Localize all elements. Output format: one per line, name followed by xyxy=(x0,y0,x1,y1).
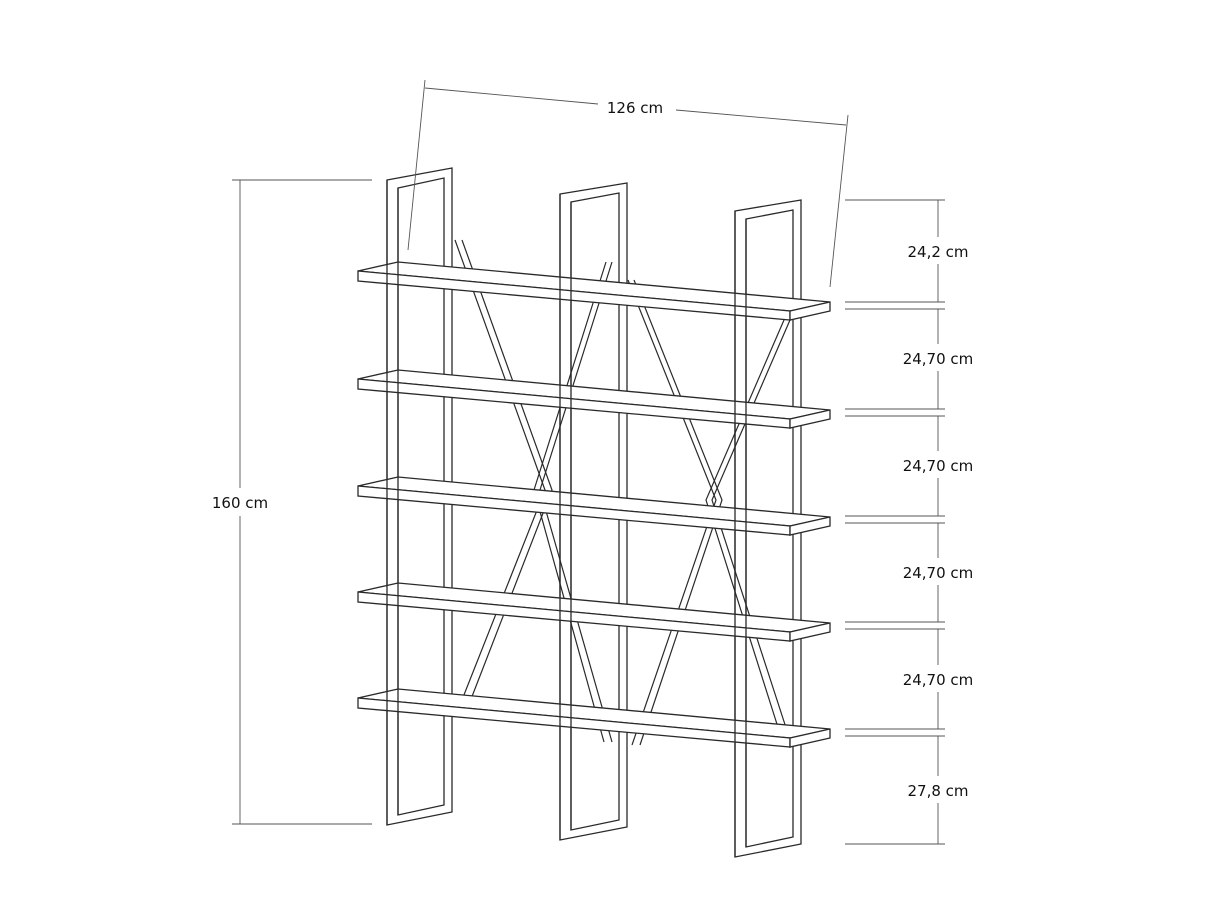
height-label: 160 cm xyxy=(212,494,268,512)
spacing-label-5: 24,70 cm xyxy=(903,671,974,689)
shelves xyxy=(357,261,831,748)
brace-left-b xyxy=(461,239,553,713)
spacing-dimensions: 24,2 cm 24,70 cm 24,70 cm 24,70 cm 24,70… xyxy=(845,199,974,845)
shelf-5 xyxy=(357,688,831,748)
height-dimension: 160 cm xyxy=(212,179,372,825)
brace-right-d xyxy=(705,319,785,741)
spacing-label-2: 24,70 cm xyxy=(903,350,974,368)
frame-front-posts xyxy=(386,180,747,857)
brace-left-a xyxy=(454,239,546,711)
width-dimension: 126 cm xyxy=(407,79,849,288)
brace-right-b xyxy=(633,279,723,746)
brace-right-a xyxy=(627,279,717,746)
spacing-label-3: 24,70 cm xyxy=(903,457,974,475)
spacing-label-1: 24,2 cm xyxy=(907,243,968,261)
spacing-label-6: 27,8 cm xyxy=(907,782,968,800)
width-label: 126 cm xyxy=(607,99,663,117)
shelf-4 xyxy=(357,582,831,642)
shelf-2 xyxy=(357,369,831,429)
shelf-1 xyxy=(357,261,831,321)
brace-right-c xyxy=(711,319,791,741)
spacing-label-4: 24,70 cm xyxy=(903,564,974,582)
shelf-3 xyxy=(357,476,831,536)
